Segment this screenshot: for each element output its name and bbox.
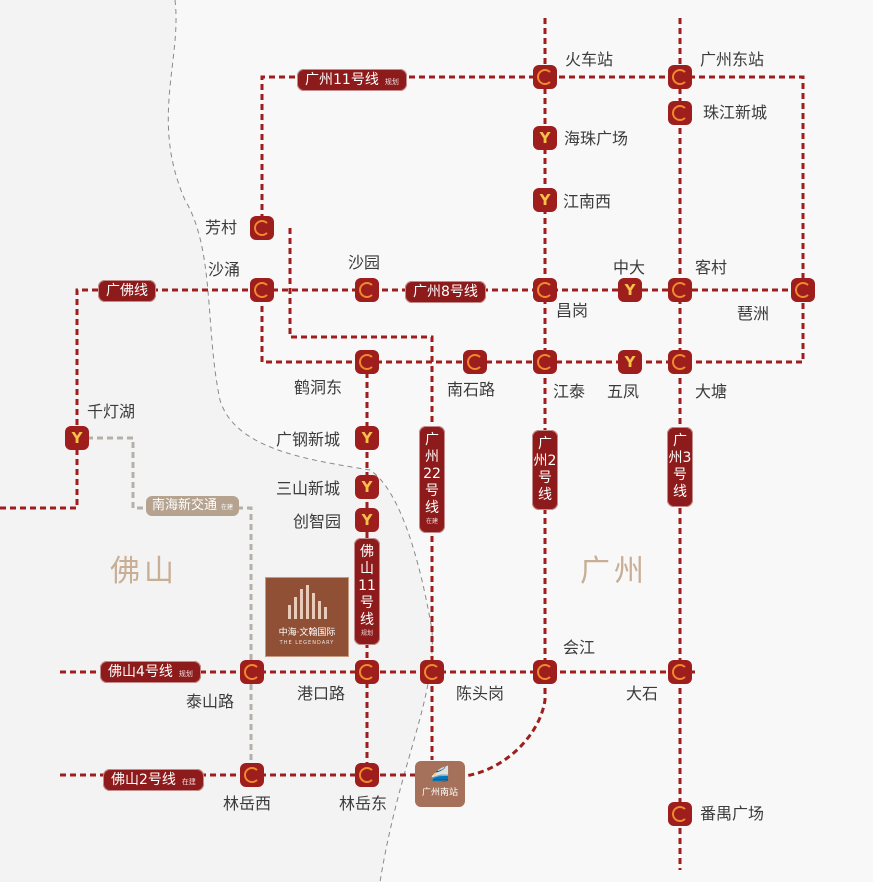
station-zhongda: 中大 bbox=[613, 258, 646, 277]
station-zhujiangxincheng: 珠江新城 bbox=[703, 103, 768, 122]
station-shayuan: 沙园 bbox=[348, 253, 381, 272]
station-changgang: 昌岗 bbox=[556, 301, 589, 320]
line-gz11-label: 广州11号线 bbox=[305, 72, 379, 88]
line-badge-guangfo: 广佛线 bbox=[98, 280, 156, 302]
metro-logo-icon: Y bbox=[65, 426, 89, 450]
station-kecun: 客村 bbox=[695, 258, 728, 277]
transfer-icon bbox=[533, 65, 557, 89]
project-subtitle: THE LEGENDARY bbox=[279, 640, 335, 646]
line-fs2-tag: 在建 bbox=[181, 778, 196, 786]
transfer-icon bbox=[355, 278, 379, 302]
transfer-icon bbox=[668, 101, 692, 125]
transfer-icon bbox=[668, 278, 692, 302]
line-gz8-label: 广州8号线 bbox=[413, 284, 478, 300]
line-fs4-label: 佛山4号线 bbox=[108, 664, 173, 680]
line-badge-gz11: 广州11号线规划 bbox=[297, 69, 407, 91]
station-huijiang: 会江 bbox=[563, 638, 596, 657]
metro-logo-icon: Y bbox=[355, 475, 379, 499]
station-panyuguangchang: 番禺广场 bbox=[700, 804, 765, 823]
station-gangkoulu: 港口路 bbox=[297, 684, 346, 703]
transfer-icon bbox=[533, 350, 557, 374]
station-chuangzhiyuan: 创智园 bbox=[293, 512, 342, 531]
station-fangcun: 芳村 bbox=[205, 218, 238, 237]
line-gz2-label: 广州2号线 bbox=[533, 436, 557, 503]
metro-logo-icon: Y bbox=[355, 508, 379, 532]
transfer-icon bbox=[533, 660, 557, 684]
line-badge-gz22: 广州22号线在建 bbox=[419, 426, 445, 533]
station-jiangtai: 江泰 bbox=[553, 382, 586, 401]
line-badge-gz8: 广州8号线 bbox=[405, 281, 486, 303]
station-sanshanxincheng: 三山新城 bbox=[276, 479, 341, 498]
station-shayong: 沙涌 bbox=[208, 260, 241, 279]
region-foshan: 佛山 bbox=[110, 554, 178, 589]
station-haizhuguangchang: 海珠广场 bbox=[564, 129, 629, 148]
station-gzdongzhan: 广州东站 bbox=[700, 50, 765, 69]
station-taishanlu: 泰山路 bbox=[186, 692, 235, 711]
metro-logo-icon: Y bbox=[355, 426, 379, 450]
transfer-icon bbox=[355, 350, 379, 374]
line-gz3-label: 广州3号线 bbox=[668, 433, 692, 500]
line-fs4-tag: 规划 bbox=[178, 670, 193, 678]
line-fs2-label: 佛山2号线 bbox=[111, 772, 176, 788]
gz-south-station-badge: 🚄 广州南站 bbox=[415, 761, 465, 807]
line-badge-fs4: 佛山4号线规划 bbox=[100, 661, 201, 683]
transfer-icon bbox=[668, 802, 692, 826]
station-gznanzhan: 广州南站 bbox=[421, 788, 458, 798]
transfer-icon bbox=[420, 660, 444, 684]
building-logo-icon bbox=[265, 585, 349, 619]
transfer-icon bbox=[668, 350, 692, 374]
line-nhtram-label: 南海新交通 bbox=[152, 498, 218, 513]
station-dashi: 大石 bbox=[626, 684, 659, 703]
transfer-icon bbox=[668, 65, 692, 89]
line-badge-gz2: 广州2号线 bbox=[532, 430, 558, 510]
transfer-icon bbox=[250, 216, 274, 240]
region-guangzhou: 广州 bbox=[580, 554, 648, 589]
transfer-icon bbox=[355, 660, 379, 684]
station-huochezhan: 火车站 bbox=[565, 50, 614, 69]
transfer-icon bbox=[355, 763, 379, 787]
station-qiandenghu: 千灯湖 bbox=[87, 402, 136, 421]
station-nanshilu: 南石路 bbox=[447, 380, 496, 399]
line-badge-fs11: 佛山11号线规划 bbox=[354, 538, 380, 645]
line-gz11-tag: 规划 bbox=[384, 78, 399, 86]
station-linyuedong: 林岳东 bbox=[339, 794, 388, 813]
transfer-icon bbox=[240, 660, 264, 684]
line-gz22-tag: 在建 bbox=[425, 518, 438, 525]
station-linyuexi: 林岳西 bbox=[223, 794, 272, 813]
station-hedongdong: 鹤洞东 bbox=[294, 378, 343, 397]
transfer-icon bbox=[533, 278, 557, 302]
transfer-icon bbox=[668, 660, 692, 684]
station-jiangnanxi: 江南西 bbox=[563, 192, 612, 211]
station-chentougang: 陈头岗 bbox=[456, 684, 505, 703]
transfer-icon bbox=[463, 350, 487, 374]
project-marker: 中海·文翰国际 THE LEGENDARY bbox=[265, 577, 349, 657]
station-pazhou: 琶洲 bbox=[737, 304, 770, 323]
transfer-icon bbox=[240, 763, 264, 787]
metro-logo-icon: Y bbox=[533, 188, 557, 212]
line-gf-label: 广佛线 bbox=[106, 283, 148, 299]
line-fs11-tag: 规划 bbox=[360, 630, 373, 637]
transfer-icon bbox=[791, 278, 815, 302]
line-badge-gz3: 广州3号线 bbox=[667, 427, 693, 507]
line-fs11-label: 佛山11号线 bbox=[358, 544, 376, 628]
station-guanggangxincheng: 广钢新城 bbox=[276, 430, 341, 449]
line-nhtram-tag: 在建 bbox=[221, 504, 234, 511]
line-gz22-label: 广州22号线 bbox=[423, 432, 441, 516]
metro-logo-icon: Y bbox=[618, 350, 642, 374]
line-badge-fs2: 佛山2号线在建 bbox=[103, 769, 204, 791]
line-badge-nanhai-tram: 南海新交通在建 bbox=[146, 496, 240, 516]
metro-logo-icon: Y bbox=[533, 126, 557, 150]
station-datang: 大塘 bbox=[695, 382, 728, 401]
train-icon: 🚄 bbox=[430, 765, 450, 783]
transfer-icon bbox=[250, 278, 274, 302]
metro-logo-icon: Y bbox=[618, 278, 642, 302]
project-name: 中海·文翰国际 bbox=[278, 628, 336, 638]
station-wufeng: 五凤 bbox=[607, 382, 640, 401]
